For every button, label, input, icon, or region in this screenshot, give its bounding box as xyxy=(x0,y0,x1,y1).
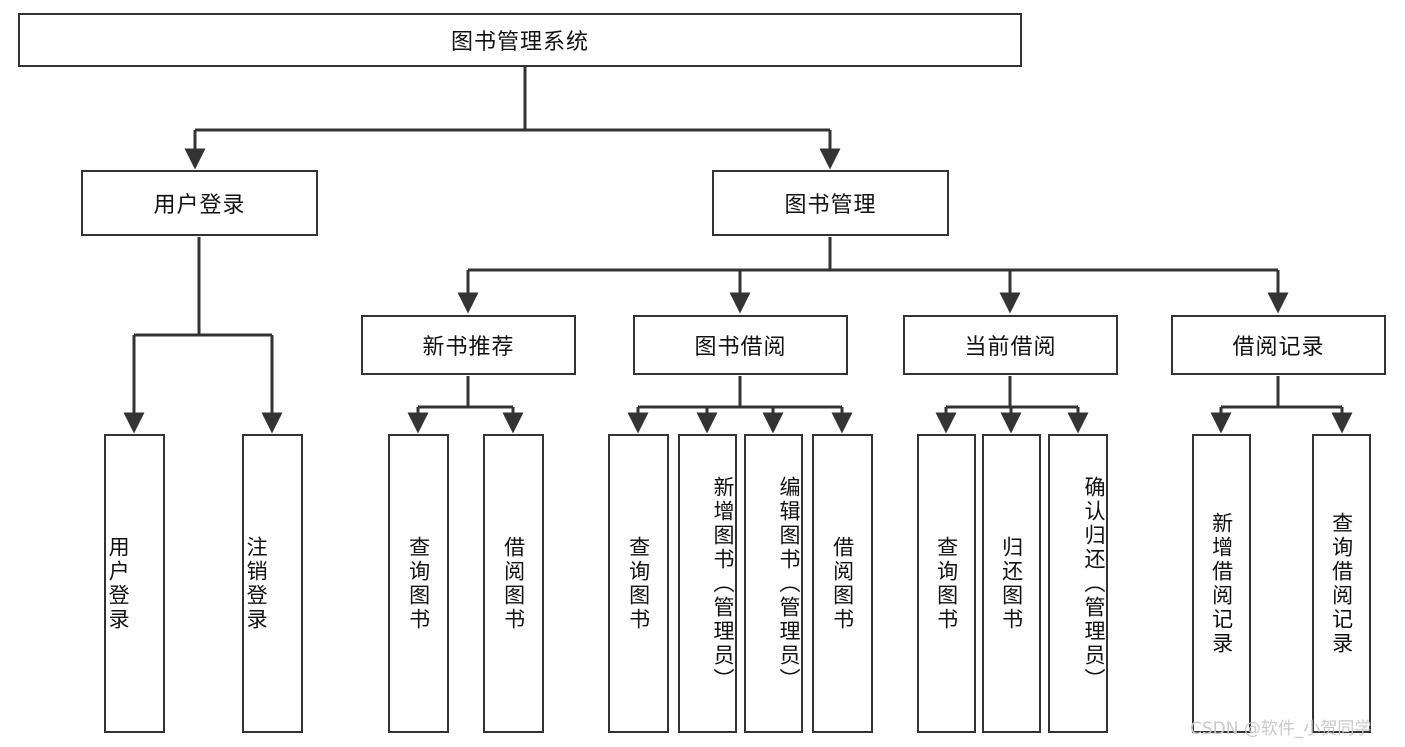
node-label: 查询借阅记录 xyxy=(1329,511,1354,656)
node-label: 图书借阅 xyxy=(694,335,787,360)
leaf-book-borrow-edit-admin[interactable]: 编辑图书（管理员） xyxy=(744,434,803,733)
leaf-borrow-record-add[interactable]: 新增借阅记录 xyxy=(1192,434,1251,733)
node-label: 归还图书 xyxy=(999,535,1024,632)
leaf-new-book-borrow[interactable]: 借阅图书 xyxy=(483,434,544,733)
node-label: 新增借阅记录 xyxy=(1209,511,1234,656)
node-book-management[interactable]: 图书管理 xyxy=(712,170,949,236)
leaf-current-borrow-confirm-admin[interactable]: 确认归还（管理员） xyxy=(1048,434,1108,733)
node-new-book-recommend[interactable]: 新书推荐 xyxy=(361,315,576,375)
leaf-current-borrow-query[interactable]: 查询图书 xyxy=(917,434,976,733)
leaf-book-borrow-query[interactable]: 查询图书 xyxy=(608,434,669,733)
node-label: 确认归还（管理员） xyxy=(1082,475,1106,692)
node-label: 新书推荐 xyxy=(422,335,515,360)
node-current-borrow[interactable]: 当前借阅 xyxy=(903,315,1118,375)
csdn-watermark: CSDN @软件_小贺同学 xyxy=(1190,719,1372,739)
node-book-borrow[interactable]: 图书借阅 xyxy=(633,315,848,375)
leaf-user-login-signin[interactable]: 用户登录 xyxy=(104,434,165,733)
node-user-login[interactable]: 用户登录 xyxy=(81,170,318,236)
leaf-user-login-signout[interactable]: 注销登录 xyxy=(242,434,303,733)
node-label: 图书管理系统 xyxy=(450,30,589,55)
node-root-book-management-system[interactable]: 图书管理系统 xyxy=(18,13,1022,67)
node-label: 编辑图书（管理员） xyxy=(777,475,801,692)
leaf-book-borrow-add-admin[interactable]: 新增图书（管理员） xyxy=(678,434,737,733)
node-label: 查询图书 xyxy=(934,535,959,632)
node-label: 用户登录 xyxy=(153,193,246,218)
node-label: 借阅记录 xyxy=(1232,335,1325,360)
node-borrow-record[interactable]: 借阅记录 xyxy=(1171,315,1386,375)
node-label: 当前借阅 xyxy=(964,335,1057,360)
node-label: 新增图书（管理员） xyxy=(711,475,735,692)
leaf-book-borrow-borrow[interactable]: 借阅图书 xyxy=(812,434,873,733)
node-label: 查询图书 xyxy=(406,535,431,632)
node-label: 用户登录 xyxy=(106,535,131,632)
node-label: 图书管理 xyxy=(784,193,877,218)
leaf-new-book-query[interactable]: 查询图书 xyxy=(388,434,449,733)
leaf-borrow-record-query[interactable]: 查询借阅记录 xyxy=(1312,434,1371,733)
node-label: 注销登录 xyxy=(244,535,269,632)
leaf-current-borrow-return[interactable]: 归还图书 xyxy=(982,434,1041,733)
node-label: 借阅图书 xyxy=(830,535,855,632)
node-label: 查询图书 xyxy=(626,535,651,632)
node-label: 借阅图书 xyxy=(501,535,526,632)
